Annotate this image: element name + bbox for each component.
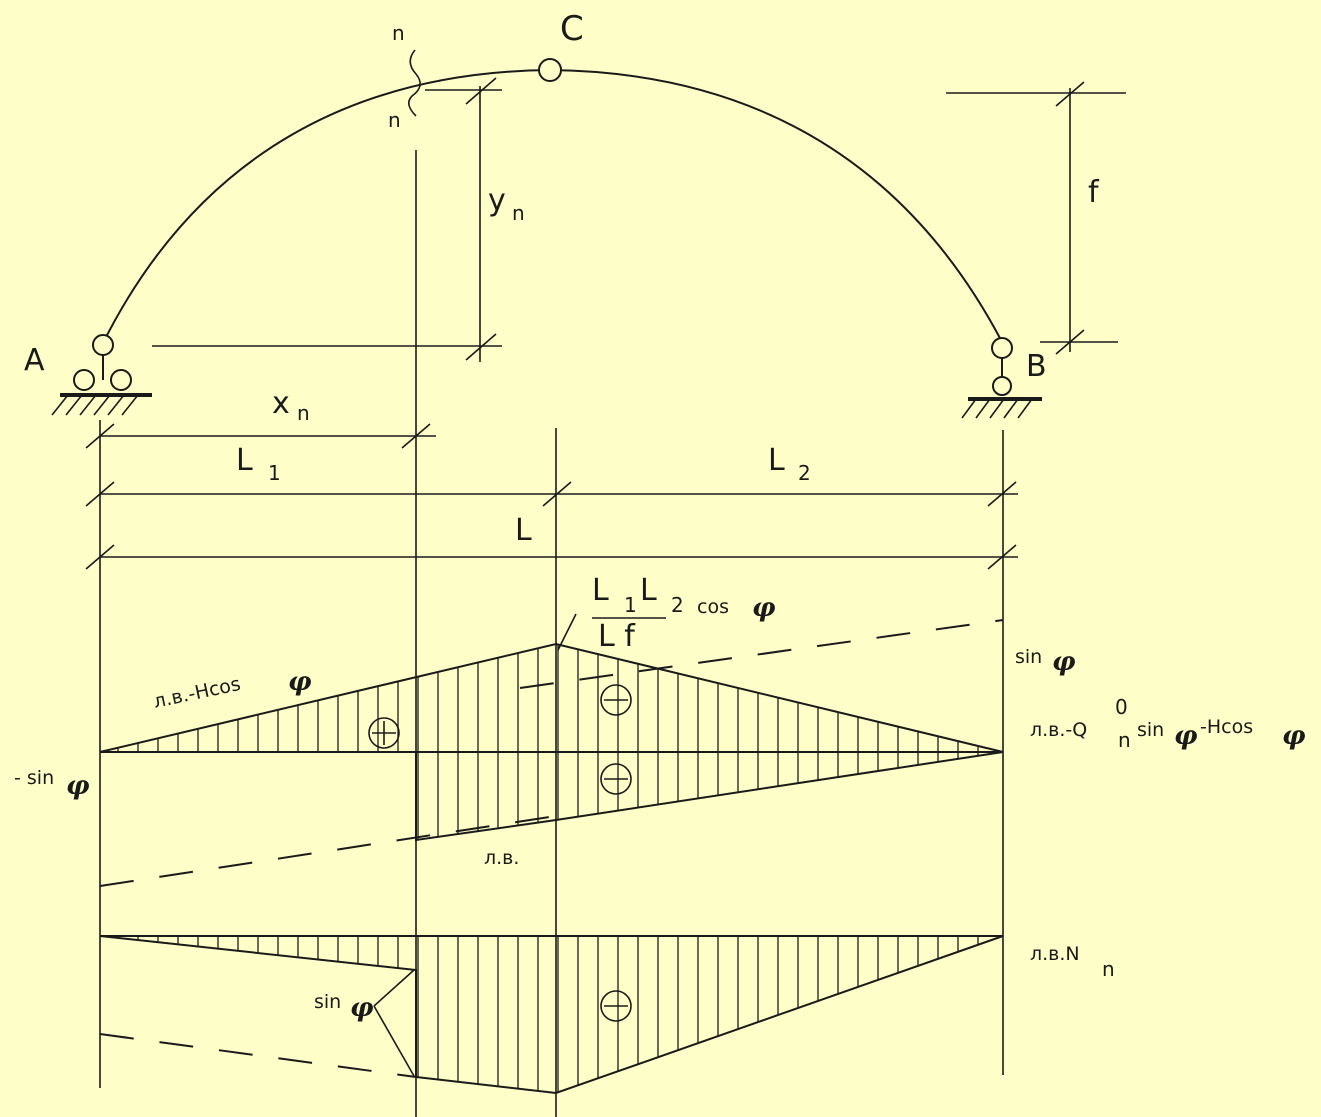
minus-sign-n bbox=[600, 990, 632, 1022]
svg-text:0: 0 bbox=[1115, 695, 1128, 719]
influence-line-q bbox=[99, 619, 1004, 887]
svg-text:L: L bbox=[592, 573, 609, 608]
minus-sign-q-upper bbox=[600, 684, 632, 716]
hcos-left-label: л.в.-Hcos φ bbox=[151, 667, 312, 713]
svg-text:L f: L f bbox=[598, 619, 636, 654]
arch-curve bbox=[102, 68, 1002, 344]
section-mark-n bbox=[408, 49, 421, 117]
peak-ordinate-formula: L 1 L 2 L f cos φ bbox=[557, 573, 776, 654]
l2-sub: 2 bbox=[798, 461, 811, 485]
hatching-q bbox=[117, 644, 999, 840]
span-label: L bbox=[515, 513, 532, 548]
svg-text:φ: φ bbox=[350, 993, 374, 1023]
point-a-label: A bbox=[24, 343, 45, 378]
q-influence-line-label: л.в.-Q 0 n sin φ -Hcos φ bbox=[1030, 695, 1306, 752]
lv-center-label: л.в. bbox=[484, 847, 519, 869]
point-b-label: B bbox=[1026, 349, 1047, 384]
svg-text:л.в.-Hcos: л.в.-Hcos bbox=[151, 673, 242, 713]
minus-sin-label: - sin φ bbox=[14, 767, 90, 801]
svg-text:2: 2 bbox=[671, 593, 684, 617]
svg-text:φ: φ bbox=[1052, 647, 1076, 677]
point-c-label: C bbox=[560, 9, 584, 49]
support-b bbox=[961, 337, 1042, 419]
minus-sign-q-lower bbox=[600, 763, 632, 795]
section-n-top-label: n bbox=[392, 21, 405, 45]
svg-text:n: n bbox=[1102, 957, 1115, 981]
n-influence-line-label: л.в.N n bbox=[1030, 943, 1115, 981]
influence-line-n bbox=[99, 935, 1004, 1095]
reference-verticals bbox=[99, 150, 1004, 1117]
f-label: f bbox=[1088, 175, 1100, 210]
yn-label: y bbox=[488, 183, 506, 218]
svg-text:φ: φ bbox=[288, 667, 312, 697]
svg-text:φ: φ bbox=[1282, 721, 1306, 751]
sin-bottom-label: sin φ bbox=[314, 969, 415, 1077]
svg-text:sin: sin bbox=[1015, 646, 1042, 668]
xn-label: x bbox=[272, 386, 290, 421]
svg-text:- sin: - sin bbox=[14, 767, 54, 789]
svg-text:sin: sin bbox=[1137, 719, 1164, 741]
crown-hinge-c bbox=[538, 58, 562, 82]
svg-text:φ: φ bbox=[66, 771, 90, 801]
svg-text:sin: sin bbox=[314, 991, 341, 1013]
svg-text:φ: φ bbox=[752, 593, 776, 623]
svg-text:-Hcos: -Hcos bbox=[1200, 716, 1253, 738]
yn-sub: n bbox=[512, 201, 525, 225]
svg-text:л.в.-Q: л.в.-Q bbox=[1030, 719, 1087, 741]
svg-text:n: n bbox=[1118, 728, 1131, 752]
sin-right-label: sin φ bbox=[1015, 646, 1076, 677]
plus-sign bbox=[368, 717, 400, 749]
l2-label: L bbox=[768, 443, 785, 478]
svg-text:φ: φ bbox=[1174, 721, 1198, 751]
svg-text:L: L bbox=[640, 573, 657, 608]
xn-sub: n bbox=[297, 401, 310, 425]
three-hinged-arch: C n n A bbox=[24, 9, 1047, 419]
section-n-bottom-label: n bbox=[388, 108, 401, 132]
l1-label: L bbox=[236, 443, 253, 478]
svg-text:cos: cos bbox=[697, 596, 729, 618]
svg-text:1: 1 bbox=[624, 593, 637, 617]
support-a bbox=[51, 334, 152, 416]
hatching-n bbox=[117, 936, 999, 1093]
l1-sub: 1 bbox=[268, 461, 281, 485]
dimensions: y n f x n L 1 L 2 L bbox=[85, 77, 1126, 570]
svg-text:л.в.N: л.в.N bbox=[1030, 943, 1080, 965]
